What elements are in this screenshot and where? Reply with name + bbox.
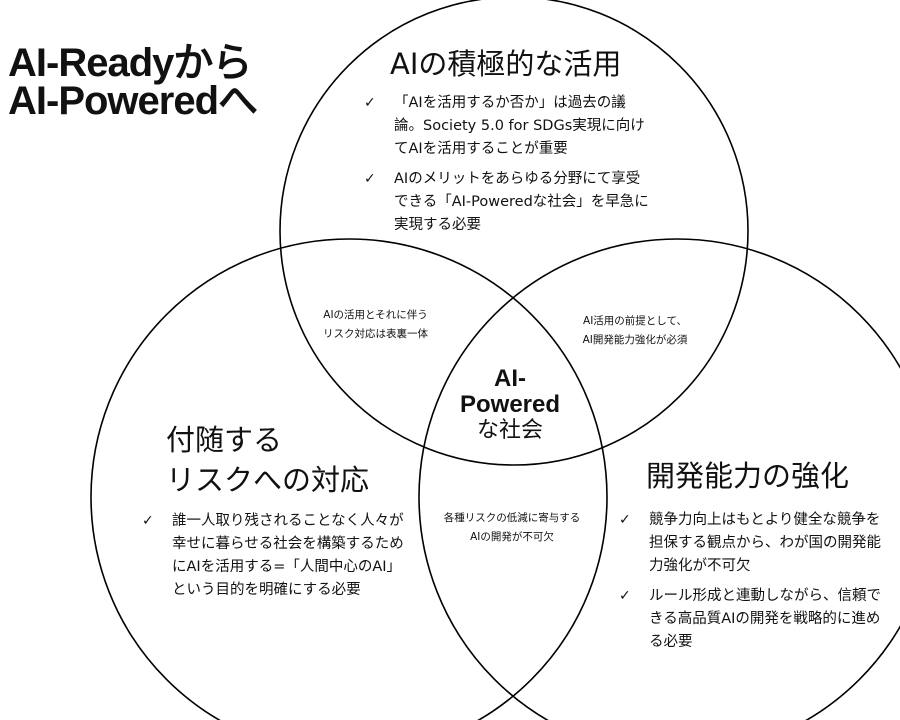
top-circle-heading: AIの積極的な活用 — [390, 47, 622, 81]
bullet-text: 「AIを活用するか否か」は過去の議論。Society 5.0 for SDGs実… — [394, 95, 645, 157]
list-item: ✓ 誰一人取り残されることなく人々が幸せに暮らせる社会を構築するためにAIを活用す… — [142, 510, 404, 602]
circle-risk-response — [90, 238, 608, 720]
list-item: ✓ ルール形成と連動しながら、信頼できる高品質AIの開発を戦略的に進める必要 — [619, 585, 881, 654]
center-line3: な社会 — [476, 418, 543, 443]
list-item: ✓ 「AIを活用するか否か」は過去の議論。Society 5.0 for SDGs… — [364, 92, 654, 161]
overlap-line1: AIの活用とそれに伴う — [323, 309, 428, 321]
center-line2: Powered — [459, 391, 561, 418]
overlap-line1: 各種リスクの低減に寄与する — [443, 512, 581, 524]
left-circle-heading: 付随する リスクへの対応 — [166, 420, 369, 500]
overlap-top-left: AIの活用とそれに伴う リスク対応は表裏一体 — [283, 306, 468, 344]
right-circle-heading: 開発能力の強化 — [646, 459, 850, 493]
page-title-line2: AI-Poweredへ — [8, 79, 258, 123]
overlap-line2: AI開発能力強化が必須 — [582, 334, 688, 346]
list-item: ✓ 競争力向上はもとより健全な競争を担保する観点から、わが国の開発能力強化が不可欠 — [619, 509, 881, 578]
top-circle-bullets: ✓ 「AIを活用するか否か」は過去の議論。Society 5.0 for SDGs… — [364, 92, 654, 244]
overlap-bottom: 各種リスクの低減に寄与する AIの開発が不可欠 — [412, 509, 612, 547]
overlap-top-right: AI活用の前提として、 AI開発能力強化が必須 — [540, 312, 730, 350]
check-icon: ✓ — [364, 171, 376, 187]
check-icon: ✓ — [364, 95, 376, 111]
list-item: ✓ AIのメリットをあらゆる分野にて享受できる「AI-Poweredな社会」を早急… — [364, 168, 654, 237]
left-heading-line1: 付随する — [166, 423, 283, 457]
check-icon: ✓ — [619, 588, 631, 604]
bullet-text: 競争力向上はもとより健全な競争を担保する観点から、わが国の開発能力強化が不可欠 — [649, 512, 881, 574]
center-label: AI- Powered な社会 — [440, 366, 580, 444]
overlap-line2: リスク対応は表裏一体 — [323, 328, 428, 340]
left-circle-bullets: ✓ 誰一人取り残されることなく人々が幸せに暮らせる社会を構築するためにAIを活用す… — [142, 510, 404, 609]
page-title: AI-Readyから AI-Poweredへ — [8, 41, 258, 123]
check-icon: ✓ — [619, 512, 631, 528]
bullet-text: AIのメリットをあらゆる分野にて享受できる「AI-Poweredな社会」を早急に… — [394, 171, 649, 233]
overlap-line2: AIの開発が不可欠 — [470, 531, 554, 543]
bullet-text: 誰一人取り残されることなく人々が幸せに暮らせる社会を構築するためにAIを活用する… — [172, 513, 404, 598]
left-heading-line2: リスクへの対応 — [166, 463, 370, 497]
circle-ai-utilization — [279, 0, 749, 466]
page-title-line1: AI-Readyから — [8, 41, 252, 85]
check-icon: ✓ — [142, 513, 154, 529]
right-circle-bullets: ✓ 競争力向上はもとより健全な競争を担保する観点から、わが国の開発能力強化が不可欠… — [619, 509, 881, 661]
bullet-text: ルール形成と連動しながら、信頼できる高品質AIの開発を戦略的に進める必要 — [649, 588, 881, 650]
center-line1: AI- — [494, 365, 526, 392]
circle-development — [418, 238, 900, 720]
overlap-line1: AI活用の前提として、 — [583, 315, 687, 327]
